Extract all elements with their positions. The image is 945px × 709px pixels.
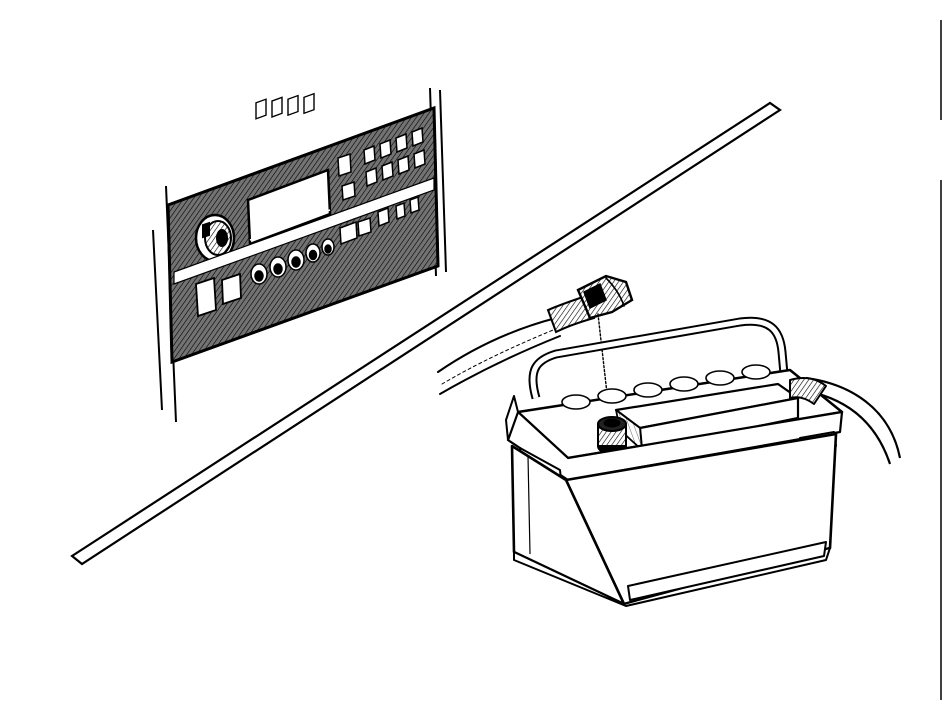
battery-cable-icon [437, 274, 634, 421]
radio-preset-knobs [250, 238, 335, 285]
radio-button-grid [337, 126, 426, 202]
car-battery-icon [505, 316, 902, 607]
radio-display [246, 168, 332, 246]
battery-terminal-icon [597, 416, 627, 455]
diagonal-divider-icon [70, 101, 782, 566]
battery-cell-caps [561, 364, 771, 410]
car-radio-icon [166, 92, 440, 365]
